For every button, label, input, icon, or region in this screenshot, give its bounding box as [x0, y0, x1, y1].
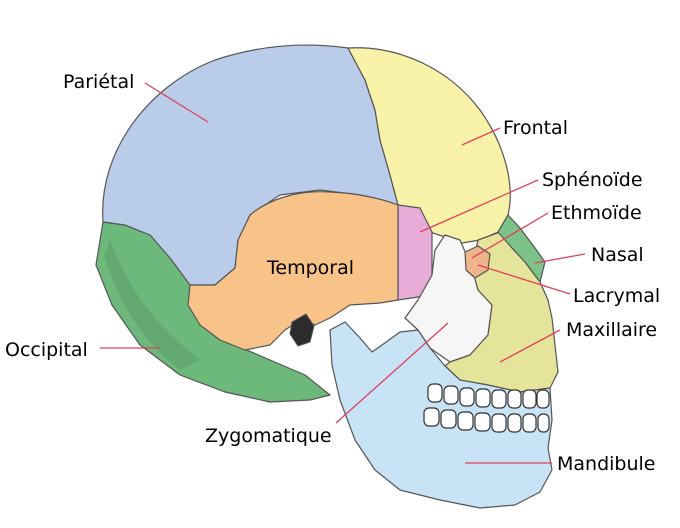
lacrimal-bone [464, 245, 491, 279]
ear-canal [289, 313, 315, 347]
leader-lines [100, 82, 586, 464]
label-sphenoide: Sphénoïde [542, 169, 643, 191]
temporal-bone [187, 191, 399, 351]
label-temporal: Temporal [266, 257, 354, 279]
bone-labels: Pariétal Frontal Sphénoïde Ethmoïde Nasa… [5, 71, 660, 475]
label-ethmoide: Ethmoïde [551, 202, 642, 224]
shading [104, 240, 200, 370]
label-occipital: Occipital [5, 339, 88, 361]
label-frontal: Frontal [503, 117, 568, 139]
label-parietal: Pariétal [63, 71, 134, 93]
label-lacrymal: Lacrymal [573, 285, 660, 307]
nasal-bone [497, 214, 546, 283]
label-zygomatique: Zygomatique [205, 425, 332, 447]
label-mandibule: Mandibule [557, 453, 656, 475]
label-nasal: Nasal [591, 244, 644, 266]
label-maxillaire: Maxillaire [566, 319, 657, 341]
teeth [423, 383, 550, 433]
